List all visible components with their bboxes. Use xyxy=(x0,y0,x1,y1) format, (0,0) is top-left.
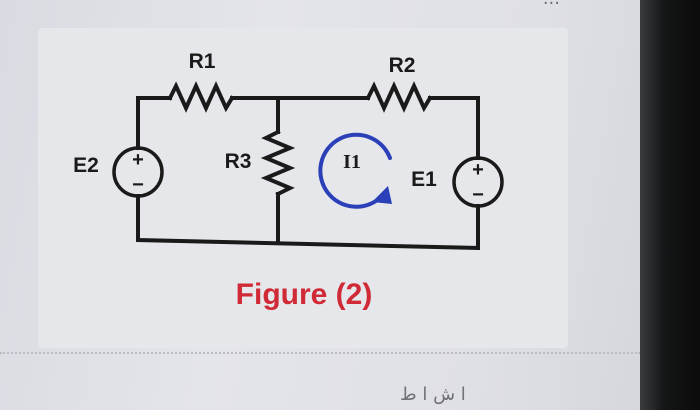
monitor-bezel xyxy=(640,0,700,410)
label-r2: R2 xyxy=(389,54,416,77)
source-e2-plus: + xyxy=(132,149,144,171)
label-r3: R3 xyxy=(225,150,252,173)
resistor-r2 xyxy=(365,81,433,113)
top-partial-text: ... xyxy=(470,0,560,12)
source-e2-circle xyxy=(112,146,164,198)
source-e1-minus: − xyxy=(472,184,484,206)
circuit-wires xyxy=(135,81,481,251)
label-e1: E1 xyxy=(411,168,437,191)
bottom-partial-text: ا ش ا ط xyxy=(400,384,466,405)
voltage-source-e2 xyxy=(112,146,164,198)
loop-current-arrow xyxy=(318,132,392,209)
dotted-divider xyxy=(0,352,640,354)
voltage-source-e1 xyxy=(452,156,504,208)
label-e2: E2 xyxy=(73,154,99,177)
content-panel xyxy=(38,28,568,348)
label-loop-current: I1 xyxy=(343,151,361,173)
resistor-r1 xyxy=(167,81,235,113)
figure-title: Figure (2) xyxy=(236,278,373,311)
source-e1-circle xyxy=(452,156,504,208)
source-e1-plus: + xyxy=(472,159,484,181)
source-e2-minus: − xyxy=(132,174,144,196)
label-r1: R1 xyxy=(189,50,216,73)
loop-current-arc xyxy=(318,132,392,209)
wire-bottom xyxy=(135,237,481,251)
resistor-r3 xyxy=(260,129,296,197)
loop-current-arrowhead xyxy=(372,186,392,204)
